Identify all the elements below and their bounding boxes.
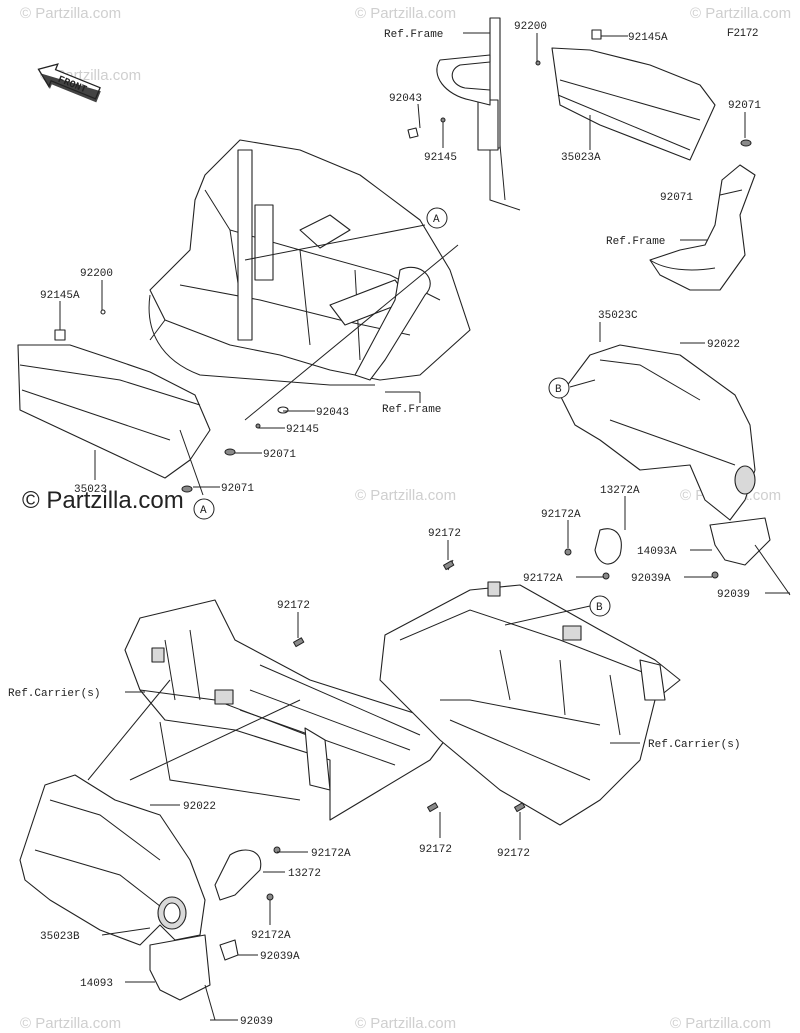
label-92071: 92071 xyxy=(660,192,693,204)
frame-assembly xyxy=(148,139,471,386)
label-92039A: 92039A xyxy=(631,573,671,585)
label-92172A: 92172A xyxy=(251,930,291,942)
label-92022: 92022 xyxy=(183,801,216,813)
callout-a-bottom: A xyxy=(193,498,215,520)
label-92172: 92172 xyxy=(428,528,461,540)
callout-b-carrier: B xyxy=(589,595,611,617)
part-labels: Ref.Frame 92200 92145A 92043 92145 35023… xyxy=(8,21,761,1028)
label-13272A: 13272A xyxy=(600,485,640,497)
callout-letter: B xyxy=(596,602,603,614)
label-92071: 92071 xyxy=(728,100,761,112)
callout-letter: A xyxy=(433,214,440,226)
label-92172A: 92172A xyxy=(523,573,563,585)
frame-bracket-right xyxy=(649,164,756,291)
watermark: © Partzilla.com xyxy=(355,487,456,504)
label-92172: 92172 xyxy=(497,848,530,860)
callout-b-right: B xyxy=(548,377,570,399)
grommet-92071 xyxy=(181,485,193,493)
label-14093A: 14093A xyxy=(637,546,677,558)
carrier-left xyxy=(124,599,446,821)
label-35023: 35023 xyxy=(74,484,107,496)
cover-14093A xyxy=(709,517,771,566)
callout-letter: A xyxy=(200,505,207,517)
frame-bracket-top xyxy=(407,17,521,211)
grommet-92071 xyxy=(224,448,236,456)
fender-35023B xyxy=(19,774,281,1021)
brand-text: © Partzilla.com xyxy=(22,487,184,514)
label-ref-carriers: Ref.Carrier(s) xyxy=(648,739,740,751)
label-92172A: 92172A xyxy=(311,848,351,860)
callout-letter: B xyxy=(555,384,562,396)
label-92172: 92172 xyxy=(277,600,310,612)
watermark: © Partzilla.com xyxy=(355,1015,456,1032)
label-92200: 92200 xyxy=(80,268,113,280)
label-35023C: 35023C xyxy=(598,310,638,322)
label-92039A: 92039A xyxy=(260,951,300,963)
carrier-right xyxy=(379,581,681,826)
watermark: © Partzilla.com xyxy=(670,1015,771,1032)
label-14093: 14093 xyxy=(80,978,113,990)
label-ref-frame: Ref.Frame xyxy=(382,404,441,416)
leader-lines xyxy=(59,32,790,1021)
label-92145: 92145 xyxy=(424,152,457,164)
label-92043: 92043 xyxy=(316,407,349,419)
label-92039: 92039 xyxy=(717,589,750,601)
frame-post xyxy=(237,149,253,341)
label-92145A: 92145A xyxy=(40,290,80,302)
bolts-92172 xyxy=(293,559,526,813)
watermark: © Partzilla.com xyxy=(20,5,121,22)
label-ref-frame: Ref.Frame xyxy=(384,29,443,41)
fender-35023C xyxy=(559,344,791,596)
label-35023A: 35023A xyxy=(561,152,601,164)
label-35023B: 35023B xyxy=(40,931,80,943)
label-ref-frame: Ref.Frame xyxy=(606,236,665,248)
cover-14093 xyxy=(149,934,211,1001)
watermark: © Partzilla.com xyxy=(355,5,456,22)
label-92172: 92172 xyxy=(419,844,452,856)
watermarks: © Partzilla.com © Partzilla.com © Partzi… xyxy=(20,5,791,1032)
label-92071: 92071 xyxy=(263,449,296,461)
label-92022: 92022 xyxy=(707,339,740,351)
label-92172A: 92172A xyxy=(541,509,581,521)
fender-35023 xyxy=(17,309,211,479)
label-92071: 92071 xyxy=(221,483,254,495)
fender-35023A xyxy=(535,29,752,192)
label-13272: 13272 xyxy=(288,868,321,880)
watermark: © Partzilla.com xyxy=(690,5,791,22)
bracket-13272 xyxy=(214,849,262,901)
label-92043: 92043 xyxy=(389,93,422,105)
callout-a-top: A xyxy=(426,207,448,229)
watermark: © Partzilla.com xyxy=(20,1015,121,1032)
figure-id: F2172 xyxy=(727,27,758,39)
label-92145: 92145 xyxy=(286,424,319,436)
label-92039: 92039 xyxy=(240,1016,273,1028)
bracket-13272A xyxy=(594,528,622,565)
front-arrow: FRONT xyxy=(37,63,101,103)
label-92145A: 92145A xyxy=(628,32,668,44)
label-92200: 92200 xyxy=(514,21,547,33)
label-ref-carriers: Ref.Carrier(s) xyxy=(8,688,100,700)
